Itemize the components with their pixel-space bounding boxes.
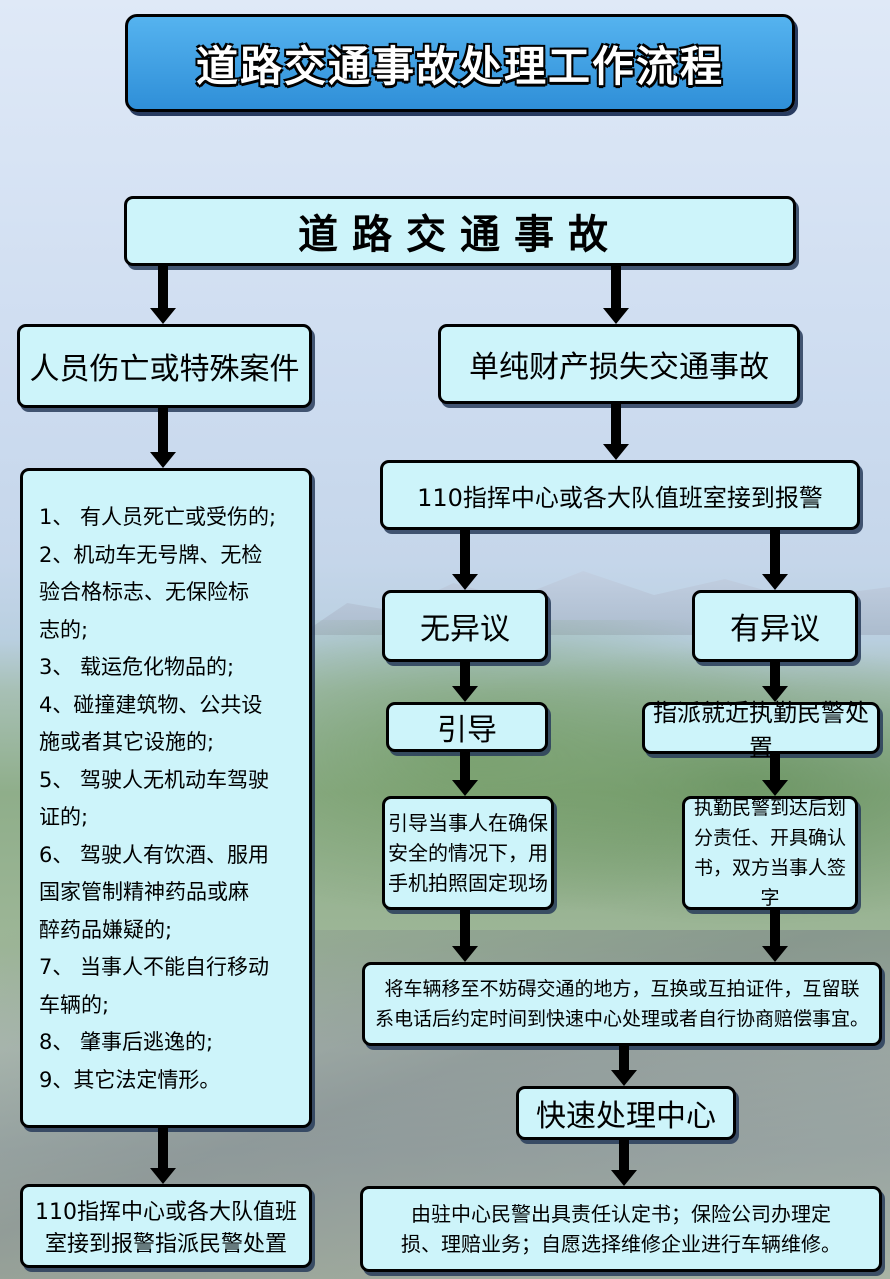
report-label: 110指挥中心或各大队值班室接到报警 (417, 483, 823, 512)
condition-item: 3、 载运危化物品的; (39, 655, 235, 679)
arrow-root-left (150, 266, 176, 324)
condition-item: 7、 当事人不能自行移动 (39, 955, 270, 979)
arrow-guide-to-detail (452, 752, 478, 796)
root-node: 道路交通事故 (124, 196, 796, 266)
condition-item: 6、 驾驶人有饮酒、服用 (39, 842, 270, 867)
arrow-guide-detail-to-move (452, 910, 478, 962)
guide-detail-line: 引导当事人在确保 (388, 811, 548, 835)
report-node: 110指挥中心或各大队值班室接到报警 (380, 460, 860, 530)
assign-officer-label: 指派就近执勤民警处置 (653, 699, 869, 762)
left-result-line1: 110指挥中心或各大队值班 (35, 1200, 297, 1225)
arrow-report-to-dispute (762, 530, 788, 590)
condition-item: 施或者其它设施的; (39, 730, 215, 754)
condition-item: 5、 驾驶人无机动车驾驶 (39, 767, 270, 792)
arrow-root-right (603, 266, 629, 324)
right-category-node: 单纯财产损失交通事故 (438, 324, 800, 404)
move-vehicle-line1: 将车辆移至不妨碍交通的地方，互换或互拍证件，互留联 (384, 978, 860, 1000)
quick-center-node: 快速处理中心 (516, 1086, 736, 1140)
arrow-left-list-to-result (150, 1128, 176, 1184)
root-node-label: 道路交通事故 (298, 212, 622, 258)
guide-detail-node: 引导当事人在确保 安全的情况下，用 手机拍照固定现场 (382, 796, 554, 910)
left-category-label: 人员伤亡或特殊案件 (29, 352, 300, 387)
arrow-no-dispute-to-guide (452, 662, 478, 702)
condition-item: 证的; (39, 805, 89, 829)
no-dispute-label: 无异议 (420, 612, 510, 647)
condition-item: 国家管制精神药品或麻 (39, 880, 249, 904)
arrow-assign-to-detail (762, 754, 788, 796)
condition-item: 2、机动车无号牌、无检 (39, 542, 263, 567)
arrow-officer-detail-to-move (762, 910, 788, 962)
guide-detail-line: 安全的情况下，用 (388, 841, 548, 865)
page-title: 道路交通事故处理工作流程 (195, 41, 724, 91)
officer-detail-node: 执勤民警到达后划 分责任、开具确认 书，双方当事人签字 (682, 796, 858, 910)
officer-detail-line: 执勤民警到达后划 (693, 797, 846, 819)
condition-item: 4、碰撞建筑物、公共设 (39, 692, 263, 717)
quick-center-label: 快速处理中心 (536, 1099, 716, 1134)
officer-detail-line: 书，双方当事人签字 (693, 857, 846, 909)
left-result-line2: 室接到报警指派民警处置 (44, 1232, 287, 1257)
guide-label: 引导 (437, 713, 497, 748)
guide-node: 引导 (386, 702, 548, 752)
arrow-left-category-to-list (150, 408, 176, 468)
left-category-node: 人员伤亡或特殊案件 (17, 324, 312, 408)
arrow-right-category-to-report (603, 404, 629, 460)
condition-item: 醉药品嫌疑的; (39, 917, 173, 942)
final-line1: 由驻中心民警出具责任认定书；保险公司办理定 (411, 1202, 831, 1226)
condition-item: 1、 有人员死亡或受伤的; (39, 505, 277, 529)
move-vehicle-node: 将车辆移至不妨碍交通的地方，互换或互拍证件，互留联 系电话后约定时间到快速中心处… (362, 962, 882, 1046)
dispute-label: 有异议 (730, 612, 820, 647)
condition-item: 志的; (39, 617, 89, 642)
condition-item: 9、其它法定情形。 (39, 1067, 221, 1092)
assign-officer-node: 指派就近执勤民警处置 (642, 699, 880, 762)
right-category-label: 单纯财产损失交通事故 (469, 350, 769, 385)
guide-detail-line: 手机拍照固定现场 (388, 871, 548, 895)
left-conditions-list: 1、 有人员死亡或受伤的; 2、机动车无号牌、无检 验合格标志、无保险标 志的;… (20, 468, 312, 1128)
left-result-node: 110指挥中心或各大队值班 室接到报警指派民警处置 (20, 1184, 312, 1268)
condition-item: 验合格标志、无保险标 (39, 580, 249, 604)
arrow-move-to-center (611, 1046, 637, 1086)
officer-detail-line: 分责任、开具确认 (693, 827, 846, 849)
final-line2: 损、理赔业务；自愿选择维修企业进行车辆维修。 (401, 1232, 841, 1256)
no-dispute-node: 无异议 (382, 590, 548, 662)
arrow-center-to-final (611, 1140, 637, 1186)
condition-item: 8、 肇事后逃逸的; (39, 1030, 214, 1054)
condition-item: 车辆的; (39, 992, 110, 1017)
final-node: 由驻中心民警出具责任认定书；保险公司办理定 损、理赔业务；自愿选择维修企业进行车… (360, 1186, 882, 1272)
move-vehicle-line2: 系电话后约定时间到快速中心处理或者自行协商赔偿事宜。 (374, 1008, 869, 1030)
dispute-node: 有异议 (692, 590, 858, 662)
page-title-box: 道路交通事故处理工作流程 (125, 14, 795, 112)
arrow-dispute-to-assign (762, 662, 788, 702)
arrow-report-to-no-dispute (452, 530, 478, 590)
